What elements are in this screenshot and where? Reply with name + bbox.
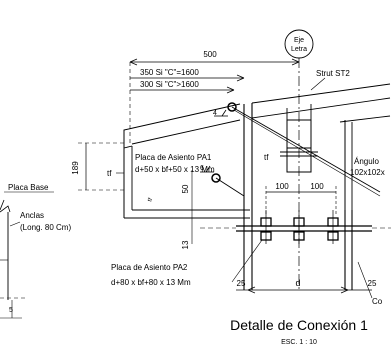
anchor-bolt-left	[260, 210, 272, 244]
anclas-label-line2: (Long. 80 Cm)	[20, 223, 71, 232]
drawing-title: Detalle de Conexión 1	[230, 317, 368, 333]
anclas-label-line1: Anclas	[20, 211, 44, 220]
tf-label-small: tf	[147, 197, 154, 202]
dim-50-label: 50	[181, 184, 190, 193]
co-leader	[357, 261, 373, 299]
dimension-500: 500	[129, 50, 300, 145]
weld-symbol-4: 4	[213, 109, 228, 117]
pa2-label-line2: d+80 x bf+80 x 13 Mm	[111, 278, 191, 287]
pa2-leader	[231, 239, 263, 283]
pa2-label-line1: Placa de Asiento PA2	[111, 263, 188, 272]
tf-label-mid: tf	[264, 153, 269, 162]
drawing-scale: ESC. 1 : 10	[281, 339, 317, 346]
dim-350-label: 350 Si "C"=1600	[140, 68, 199, 77]
axis-label-line2: Letra	[291, 46, 307, 53]
angulo-label-line2: 102x102x	[350, 168, 385, 177]
rod-pin-bottom	[211, 173, 221, 183]
pa1-label-line1: Placa de Asiento PA1	[135, 153, 212, 162]
dim-100-b: 100	[310, 182, 324, 191]
dimension-d: d 25 25	[236, 278, 377, 294]
lower-rod	[215, 177, 245, 197]
tf-label-left: tf	[107, 169, 112, 178]
angulo-label-line1: Ángulo	[354, 157, 379, 166]
dimension-189: 189	[71, 142, 124, 191]
dim-100-a: 100	[275, 182, 289, 191]
pa1-label-line2: d+50 x bf+50 x 13 Mm	[135, 165, 215, 174]
dim-5-label: 5	[9, 307, 13, 314]
strut-st2: Strut ST2	[280, 69, 350, 173]
dim-d-label: d	[295, 278, 300, 288]
dimension-50-13: 50 13	[181, 170, 240, 249]
dim-25-left: 25	[237, 279, 246, 288]
axis-bubble: Eje Letra	[284, 29, 314, 59]
diagonal-rod-inner	[233, 109, 381, 197]
anchor-bolt-center	[293, 210, 305, 244]
right-brace	[251, 83, 391, 210]
dim-300-label: 300 Si "C">1600	[140, 80, 199, 89]
dim-13-label: 13	[181, 240, 190, 249]
axis-label-line1: Eje	[294, 37, 304, 44]
dimension-350-300: 350 Si "C"=1600 300 Si "C">1600	[130, 68, 245, 94]
placa-base-left: Placa Base Anclas (Long. 80 Cm) 5	[0, 183, 71, 319]
placa-base-label: Placa Base	[8, 183, 49, 192]
weld-6-label: 6	[200, 165, 204, 172]
dim-189-label: 189	[71, 161, 80, 175]
strut-label: Strut ST2	[316, 69, 350, 78]
weld-symbol-6: 6	[200, 165, 214, 173]
rod-pin-top	[227, 102, 237, 112]
weld-4-label: 4	[213, 110, 217, 117]
left-brace	[123, 103, 250, 219]
dim-25-right: 25	[368, 279, 377, 288]
base-plate	[200, 225, 391, 232]
co-label: Co	[372, 297, 383, 306]
column-flanges	[243, 103, 353, 290]
diagonal-rod	[231, 106, 381, 193]
dimension-100-100: 100 100	[265, 182, 337, 214]
anchor-bolt-right	[327, 210, 339, 244]
dim-500-label: 500	[203, 50, 217, 59]
